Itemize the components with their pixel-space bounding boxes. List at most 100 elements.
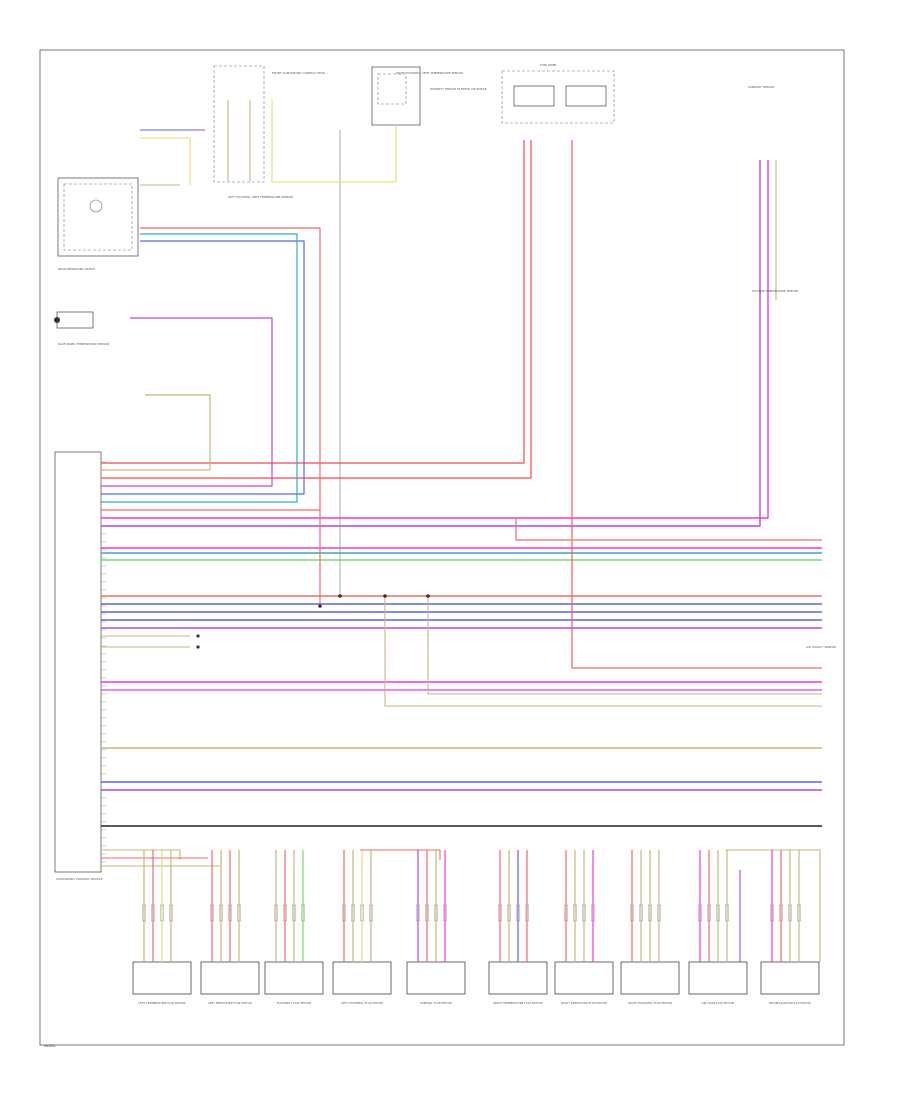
- connector-9-4: [725, 904, 730, 922]
- wire-act-feed-4: [360, 849, 441, 860]
- component-box-top-1: [213, 65, 265, 183]
- actuator-label-3: FOOTWELL FLAP MOTOR: [277, 1001, 312, 1005]
- splice-dot-1: [338, 594, 342, 598]
- connector-10-4: [797, 904, 802, 922]
- connector-8-2: [639, 904, 644, 922]
- component-label-rear_defog: REAR DEFROSTER SWITCH: [58, 267, 95, 271]
- actuator-box-4: [332, 961, 392, 995]
- wire-top-3: [271, 100, 397, 183]
- wire-act-feed-1: [101, 849, 181, 860]
- component-box-selector: [57, 177, 139, 257]
- connector-5-4: [443, 904, 448, 922]
- selector-symbol-icon: [89, 199, 103, 213]
- actuator-box-5: [406, 961, 466, 995]
- component-box-sensor-left: [56, 311, 94, 329]
- component-label-footwell_vent_left: LEFT FOOTWELL VENT TEMPERATURE SENSOR: [228, 195, 293, 199]
- component-label-ac_control_head: FRONT CLIMATRONIC CONTROL HEAD: [272, 71, 325, 75]
- actuator-box-10: [760, 961, 820, 995]
- actuator-label-10: RECIRCULATION FLAP MOTOR: [769, 1001, 811, 1005]
- actuator-label-1: LEFT TEMPERATURE FLAP MOTOR: [139, 1001, 186, 1005]
- connector-7-4: [591, 904, 596, 922]
- actuator-label-6: RIGHT TEMPERATURE FLAP MOTOR: [493, 1001, 542, 1005]
- connector-7-1: [564, 904, 569, 922]
- wire-red-fuse-2: [101, 140, 532, 479]
- connector-9-2: [707, 904, 712, 922]
- connector-1-2: [150, 904, 155, 922]
- connector-8-1: [630, 904, 635, 922]
- sensor-ground-icon: [54, 317, 60, 323]
- component-box-top-2-inner: [377, 73, 407, 105]
- splice-dot-3: [426, 594, 430, 598]
- connector-5-1: [416, 904, 421, 922]
- connector-6-2: [507, 904, 512, 922]
- connector-3-4: [301, 904, 306, 922]
- wire-violet-sensor: [101, 317, 273, 487]
- wire-tan-sensor: [101, 394, 211, 471]
- component-label-dash_panel_temp_sensor: DASH PANEL TEMPERATURE SENSOR: [58, 342, 109, 346]
- wire-blue-selector: [101, 240, 305, 495]
- connector-2-2: [218, 904, 223, 922]
- component-labels: DASH PANEL TEMPERATURE SENSOR FRONT CLIMA…: [56, 63, 836, 881]
- actuator-box-6: [488, 961, 548, 995]
- connector-2-4: [236, 904, 241, 922]
- connector-9-3: [716, 904, 721, 922]
- connector-9-1: [698, 904, 703, 922]
- component-label-footwell_vent_right: RIGHT FOOTWELL VENT TEMPERATURE SENSOR: [396, 71, 463, 75]
- actuator-label-7: RIGHT DEFROSTER FLAP MOTOR: [561, 1001, 607, 1005]
- wire-tan-694: [427, 596, 822, 695]
- actuator-label-4: LEFT FOOTWELL FLAP MOTOR: [341, 1001, 383, 1005]
- actuator-box-1: [132, 961, 192, 995]
- actuator-label-2: LEFT DEFROSTER FLAP MOTOR: [208, 1001, 251, 1005]
- wire-violet-right: [101, 160, 761, 527]
- actuator-label-5: CENTRAL FLAP MOTOR: [420, 1001, 452, 1005]
- fuse-panel-inner-1: [513, 85, 555, 107]
- connector-4-3: [360, 904, 365, 922]
- connector-5-3: [434, 904, 439, 922]
- wire-act-feed-5: [725, 849, 821, 962]
- fuse-panel-box: [501, 70, 615, 124]
- wire-cyan-selector: [101, 233, 298, 503]
- connector-8-4: [657, 904, 662, 922]
- connector-4-2: [351, 904, 356, 922]
- wire-red-right-2: [571, 140, 822, 669]
- connector-10-2: [779, 904, 784, 922]
- connector-6-4: [525, 904, 530, 922]
- component-label-air_quality: AIR QUALITY SENSOR: [806, 645, 836, 649]
- component-label-fuse_panel: FUSE PANEL: [540, 63, 557, 67]
- connector-3-1: [274, 904, 279, 922]
- connector-1-4: [168, 904, 173, 922]
- fuse-panel-inner-2: [565, 85, 607, 107]
- connector-5-2: [425, 904, 430, 922]
- module-label: CLIMATRONIC CONTROL MODULE: [56, 877, 103, 881]
- connector-10-1: [770, 904, 775, 922]
- connector-7-2: [573, 904, 578, 922]
- connector-3-3: [292, 904, 297, 922]
- component-box-top-2: [371, 66, 421, 126]
- ground-dot-1: [196, 645, 200, 649]
- wire-top-left-2: [140, 137, 191, 185]
- module-pin-labels: [101, 461, 106, 863]
- splice-dot-2: [383, 594, 387, 598]
- actuator-box-8: [620, 961, 680, 995]
- connector-7-3: [582, 904, 587, 922]
- connector-4-4: [369, 904, 374, 922]
- wire-tan-706: [384, 596, 822, 707]
- wire-red-fuse-1: [101, 140, 525, 464]
- actuator-row: LEFT TEMPERATURE FLAP MOTOR LEFT DEFROSTE…: [132, 850, 820, 1005]
- actuator-label-8: RIGHT FOOTWELL FLAP MOTOR: [628, 1001, 672, 1005]
- actuator-box-2: [200, 961, 260, 995]
- wire-pink-right: [101, 160, 769, 519]
- control-module-box: [54, 451, 102, 873]
- actuator-box-7: [554, 961, 614, 995]
- actuator-box-9: [688, 961, 748, 995]
- connector-1-1: [141, 904, 146, 922]
- wire-red-right-1: [515, 518, 822, 541]
- connector-4-1: [342, 904, 347, 922]
- component-label-outside_temp: OUTSIDE TEMPERATURE SENSOR: [752, 289, 798, 293]
- diagram-frame: [39, 49, 845, 1046]
- page-ref: WD001: [44, 1044, 56, 1048]
- actuator-box-3: [264, 961, 324, 995]
- wire-red-selector: [101, 227, 321, 511]
- splice-dot-0: [318, 604, 322, 608]
